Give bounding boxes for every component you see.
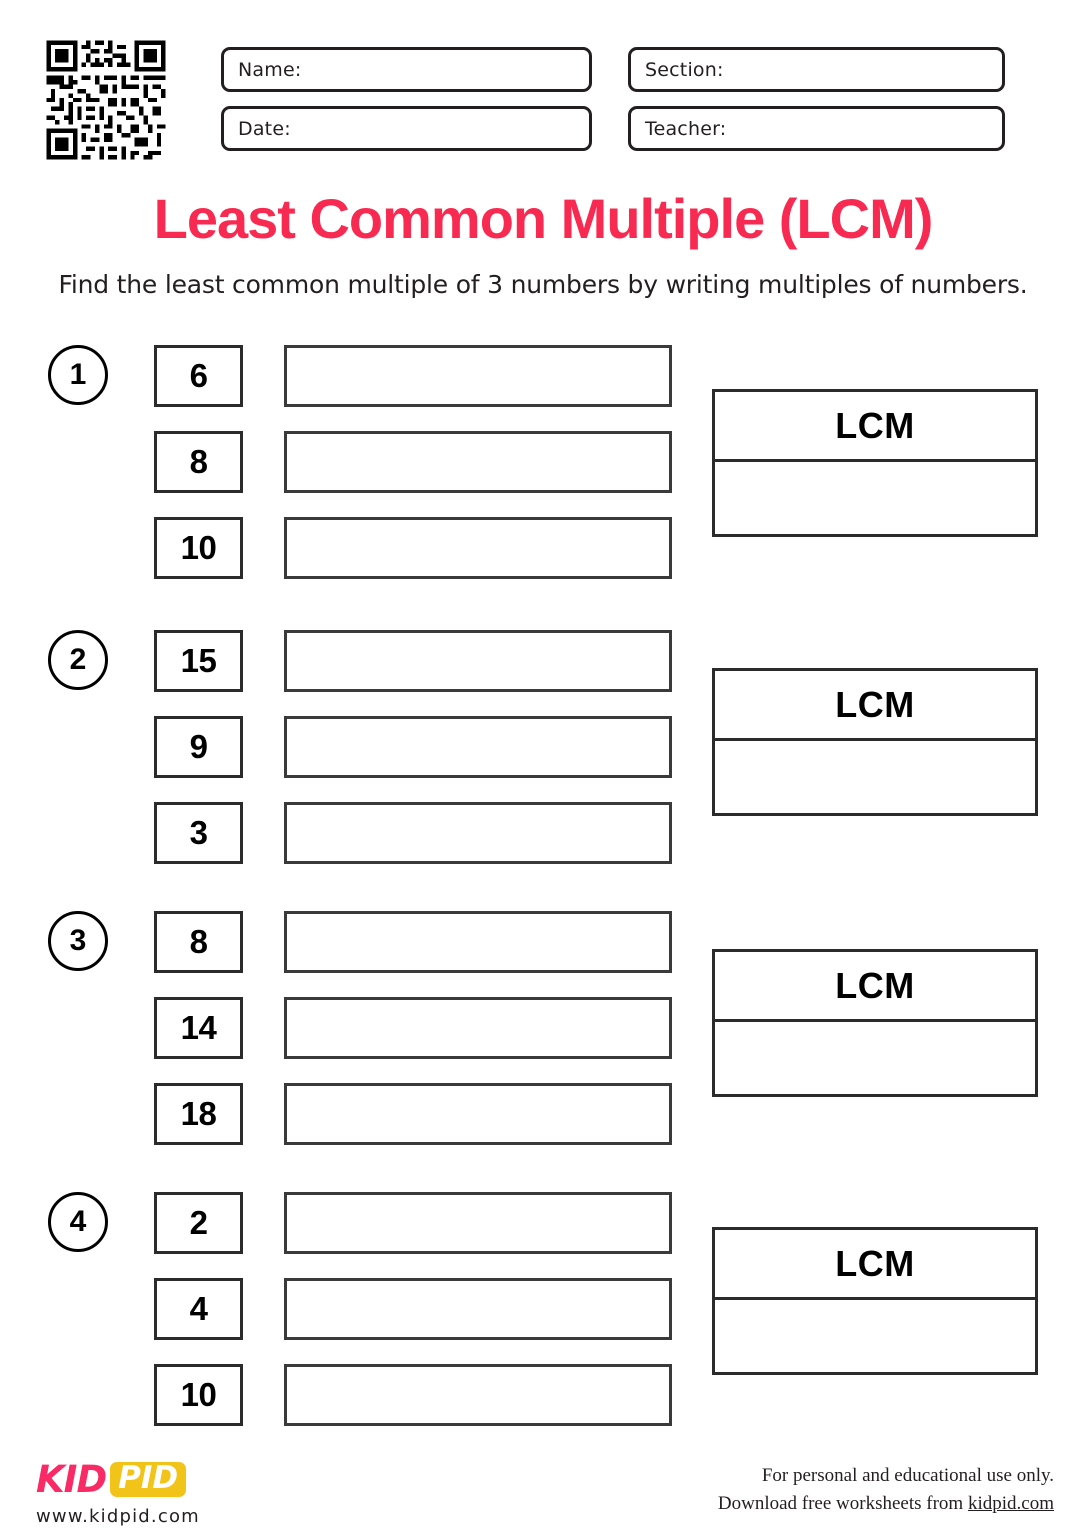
- section-field-label: Section:: [645, 58, 724, 81]
- lcm-label: LCM: [715, 392, 1035, 462]
- multiples-answer-box[interactable]: [284, 1192, 672, 1254]
- footer-notice: For personal and educational use only. D…: [718, 1462, 1054, 1517]
- number-box: 4: [154, 1278, 243, 1340]
- number-box: 2: [154, 1192, 243, 1254]
- page-subtitle: Find the least common multiple of 3 numb…: [58, 270, 1028, 299]
- kidpid-logo: KID PID www.kidpid.com: [36, 1457, 200, 1528]
- footer-notice-line2: Download free worksheets from kidpid.com: [718, 1490, 1054, 1518]
- lcm-label: LCM: [715, 952, 1035, 1022]
- logo-website-url: www.kidpid.com: [36, 1506, 200, 1527]
- problem-number-badge: 3: [48, 911, 108, 971]
- lcm-answer-box[interactable]: [715, 1300, 1035, 1372]
- number-box: 3: [154, 802, 243, 864]
- logo-pid-text: PID: [118, 1459, 179, 1496]
- number-box: 8: [154, 911, 243, 973]
- kidpid-link[interactable]: kidpid.com: [967, 1492, 1054, 1514]
- multiples-answer-box[interactable]: [284, 345, 672, 407]
- multiples-answer-box[interactable]: [284, 630, 672, 692]
- problem-number-badge: 4: [48, 1192, 108, 1252]
- lcm-answer-box[interactable]: [715, 462, 1035, 534]
- number-box: 10: [154, 1364, 243, 1426]
- number-box: 15: [154, 630, 243, 692]
- multiples-answer-box[interactable]: [284, 716, 672, 778]
- name-field-label: Name:: [238, 58, 302, 81]
- section-field[interactable]: Section:: [628, 47, 1005, 92]
- teacher-field-label: Teacher:: [645, 117, 727, 140]
- footer-notice-prefix: Download free worksheets from: [717, 1492, 968, 1514]
- multiples-answer-box[interactable]: [284, 431, 672, 493]
- multiples-answer-box[interactable]: [284, 1278, 672, 1340]
- logo-pid-plate: PID: [110, 1459, 187, 1497]
- multiples-answer-box[interactable]: [284, 911, 672, 973]
- qr-code-icon: [36, 36, 176, 164]
- worksheet-header: Name: Date: Section: Teacher:: [0, 0, 1086, 180]
- lcm-box: LCM: [712, 389, 1038, 537]
- number-box: 18: [154, 1083, 243, 1145]
- footer-notice-line1: For personal and educational use only.: [761, 1465, 1054, 1486]
- number-box: 14: [154, 997, 243, 1059]
- problem-number-badge: 1: [48, 345, 108, 405]
- logo-kid-text: KID: [36, 1457, 107, 1501]
- number-box: 10: [154, 517, 243, 579]
- lcm-answer-box[interactable]: [715, 741, 1035, 813]
- multiples-answer-box[interactable]: [284, 1083, 672, 1145]
- number-box: 9: [154, 716, 243, 778]
- date-field[interactable]: Date:: [221, 106, 592, 151]
- number-box: 8: [154, 431, 243, 493]
- multiples-answer-box[interactable]: [284, 997, 672, 1059]
- lcm-box: LCM: [712, 1227, 1038, 1375]
- number-box: 6: [154, 345, 243, 407]
- multiples-answer-box[interactable]: [284, 1364, 672, 1426]
- multiples-answer-box[interactable]: [284, 517, 672, 579]
- page-title: Least Common Multiple (LCM): [153, 187, 934, 250]
- problem-number-badge: 2: [48, 630, 108, 690]
- lcm-label: LCM: [715, 671, 1035, 741]
- multiples-answer-box[interactable]: [284, 802, 672, 864]
- lcm-box: LCM: [712, 668, 1038, 816]
- worksheet-footer: KID PID www.kidpid.com For personal and …: [0, 1448, 1086, 1536]
- teacher-field[interactable]: Teacher:: [628, 106, 1005, 151]
- name-field[interactable]: Name:: [221, 47, 592, 92]
- lcm-box: LCM: [712, 949, 1038, 1097]
- lcm-answer-box[interactable]: [715, 1022, 1035, 1094]
- lcm-label: LCM: [715, 1230, 1035, 1300]
- date-field-label: Date:: [238, 117, 291, 140]
